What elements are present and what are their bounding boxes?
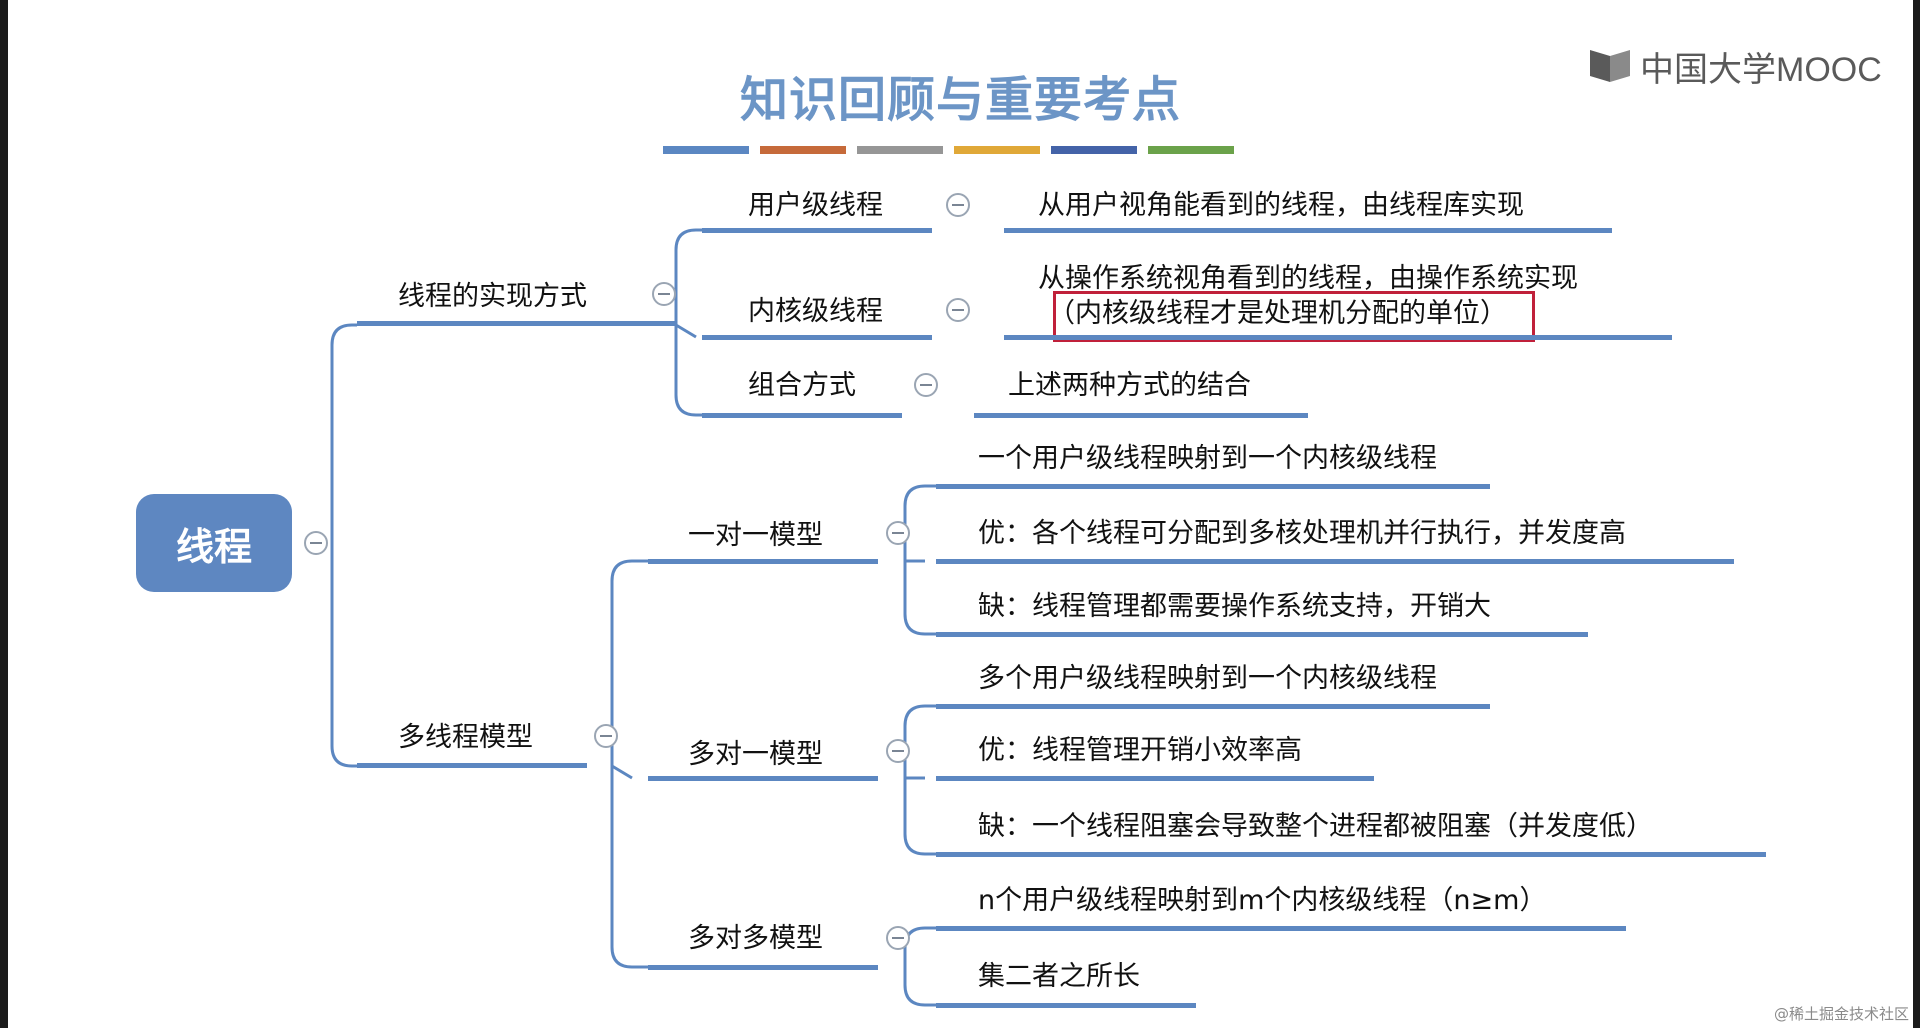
color-stripe (857, 146, 943, 154)
user-level-desc-underline (1004, 228, 1612, 233)
many-to-many-underline (648, 965, 878, 970)
one-to-one-item-underline (936, 484, 1490, 489)
collapse-many-to-one-icon[interactable] (886, 739, 910, 763)
many-to-many-item-underline (936, 926, 1626, 931)
kernel-level-underline (702, 335, 932, 340)
color-stripe (954, 146, 1040, 154)
mooc-logo-icon (1590, 50, 1630, 82)
collapse-one-to-one-icon[interactable] (886, 521, 910, 545)
combined-desc-underline (974, 413, 1308, 418)
watermark: @稀土掘金技术社区 (1773, 1005, 1909, 1023)
one-to-one-item-underline (936, 632, 1588, 637)
collapse-combined-icon[interactable] (914, 373, 938, 397)
kernel-level-label[interactable]: 内核级线程 (748, 296, 883, 327)
one-to-one-underline (648, 559, 878, 564)
collapse-impl-icon[interactable] (652, 282, 676, 306)
many-to-many-item[interactable]: n个用户级线程映射到m个内核级线程（n≥m） (978, 885, 1547, 916)
mooc-logo-text: 中国大学MOOC (1640, 50, 1882, 89)
kernel-level-desc-line1[interactable]: 从操作系统视角看到的线程，由操作系统实现 (1038, 263, 1578, 294)
kernel-level-desc-underline (1004, 335, 1672, 340)
one-to-one-item[interactable]: 缺：线程管理都需要操作系统支持，开销大 (978, 591, 1491, 622)
many-to-one-item-underline (936, 704, 1490, 709)
one-to-one-item-underline (936, 559, 1734, 564)
many-to-one-item-underline (936, 852, 1766, 857)
user-level-label[interactable]: 用户级线程 (748, 190, 883, 221)
many-to-one-underline (648, 776, 878, 781)
many-to-many-item-underline (936, 1003, 1196, 1008)
branch-models-label[interactable]: 多线程模型 (398, 722, 533, 753)
root-node[interactable]: 线程 (136, 494, 292, 592)
color-stripe (663, 146, 749, 154)
many-to-many-label[interactable]: 多对多模型 (688, 923, 823, 954)
highlight-box (1053, 291, 1535, 342)
collapse-kernel-level-icon[interactable] (946, 298, 970, 322)
many-to-many-item[interactable]: 集二者之所长 (978, 961, 1140, 992)
many-to-one-item[interactable]: 优：线程管理开销小效率高 (978, 735, 1302, 766)
color-stripe (1148, 146, 1234, 154)
many-to-one-label[interactable]: 多对一模型 (688, 739, 823, 770)
mooc-logo: 中国大学MOOC (1588, 44, 1882, 89)
kernel-level-desc-line2[interactable]: （内核级线程才是处理机分配的单位） (1048, 298, 1507, 329)
collapse-many-to-many-icon[interactable] (886, 926, 910, 950)
slide: 知识回顾与重要考点 中国大学MOOC (8, 0, 1913, 1028)
many-to-one-item[interactable]: 缺：一个线程阻塞会导致整个进程都被阻塞（并发度低） (978, 811, 1653, 842)
color-stripe (1051, 146, 1137, 154)
combined-underline (702, 413, 902, 418)
user-level-desc[interactable]: 从用户视角能看到的线程，由线程库实现 (1038, 190, 1524, 221)
branch-impl-label[interactable]: 线程的实现方式 (398, 281, 587, 312)
user-level-underline (702, 228, 932, 233)
one-to-one-item[interactable]: 优：各个线程可分配到多核处理机并行执行，并发度高 (978, 518, 1626, 549)
collapse-root-icon[interactable] (304, 531, 328, 555)
combined-desc[interactable]: 上述两种方式的结合 (1008, 370, 1251, 401)
collapse-user-level-icon[interactable] (946, 193, 970, 217)
color-stripe (760, 146, 846, 154)
combined-label[interactable]: 组合方式 (748, 370, 856, 401)
branch-models-underline (357, 763, 587, 768)
mindmap-connectors (330, 228, 936, 1007)
one-to-one-item[interactable]: 一个用户级线程映射到一个内核级线程 (978, 443, 1437, 474)
one-to-one-label[interactable]: 一对一模型 (688, 520, 823, 551)
many-to-one-item[interactable]: 多个用户级线程映射到一个内核级线程 (978, 663, 1437, 694)
many-to-one-item-underline (936, 776, 1374, 781)
branch-impl-underline (357, 321, 676, 326)
collapse-models-icon[interactable] (594, 724, 618, 748)
slide-title: 知识回顾与重要考点 (739, 72, 1181, 128)
